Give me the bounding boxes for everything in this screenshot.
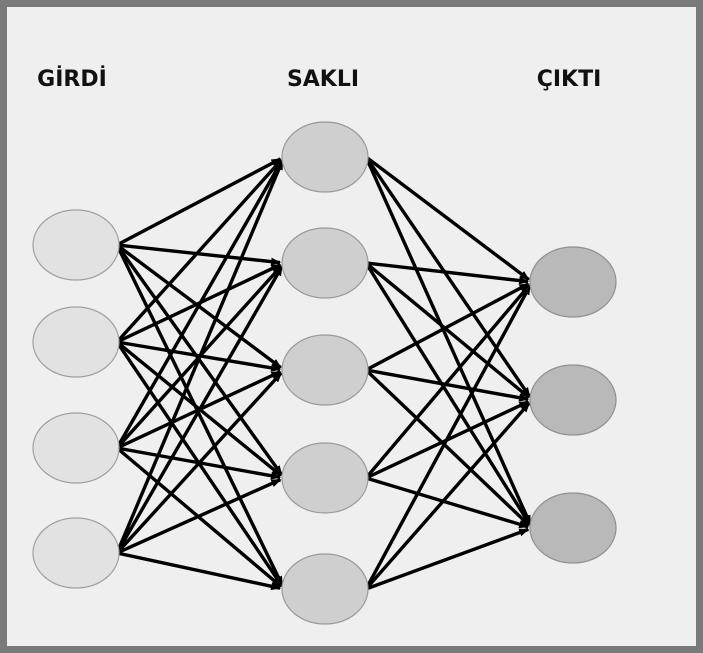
arrow-hidden-2-to-output-2	[364, 261, 530, 399]
hidden-node-5	[281, 553, 369, 625]
input-node-2	[32, 306, 120, 378]
hidden-node-2	[281, 227, 369, 299]
arrow-hidden-2-to-output-3	[364, 262, 532, 526]
arrow-hidden-5-to-output-1	[364, 284, 532, 590]
hidden-node-3	[281, 334, 369, 406]
arrow-hidden-2-to-output-1	[365, 261, 530, 285]
arrow-hidden-3-to-output-1	[365, 282, 530, 372]
hidden-node-4	[281, 442, 369, 514]
arrow-input-1-to-hidden-5	[115, 244, 284, 587]
arrow-input-4-to-hidden-4	[116, 478, 282, 555]
hidden-layer-label: SAKLI	[287, 67, 359, 92]
hidden-node-1	[281, 121, 369, 193]
arrow-hidden-3-to-output-3	[364, 368, 531, 527]
arrow-input-3-to-hidden-1	[115, 159, 284, 449]
input-layer-label: GİRDİ	[37, 66, 107, 92]
output-layer-label: ÇIKTI	[537, 67, 602, 92]
arrow-hidden-5-to-output-2	[364, 401, 531, 591]
connections	[115, 155, 532, 591]
output-node-1	[529, 246, 617, 318]
output-node-3	[529, 492, 617, 564]
output-node-2	[529, 364, 617, 436]
arrow-hidden-1-to-output-3	[364, 156, 532, 526]
arrow-input-4-to-hidden-3	[115, 371, 283, 555]
arrow-input-4-to-hidden-5	[116, 551, 282, 591]
neurons	[32, 121, 617, 625]
input-node-4	[32, 517, 120, 589]
arrow-input-4-to-hidden-1	[115, 159, 285, 554]
arrow-hidden-1-to-output-1	[364, 155, 530, 281]
arrow-hidden-1-to-output-2	[364, 156, 532, 398]
arrow-hidden-4-to-output-3	[365, 476, 530, 529]
input-node-1	[32, 209, 120, 281]
arrow-hidden-5-to-output-3	[365, 527, 530, 591]
arrow-input-4-to-hidden-2	[115, 265, 284, 554]
arrow-input-2-to-hidden-1	[115, 158, 283, 344]
input-node-3	[32, 412, 120, 484]
arrow-hidden-4-to-output-1	[364, 283, 531, 480]
arrow-input-1-to-hidden-1	[116, 157, 282, 247]
